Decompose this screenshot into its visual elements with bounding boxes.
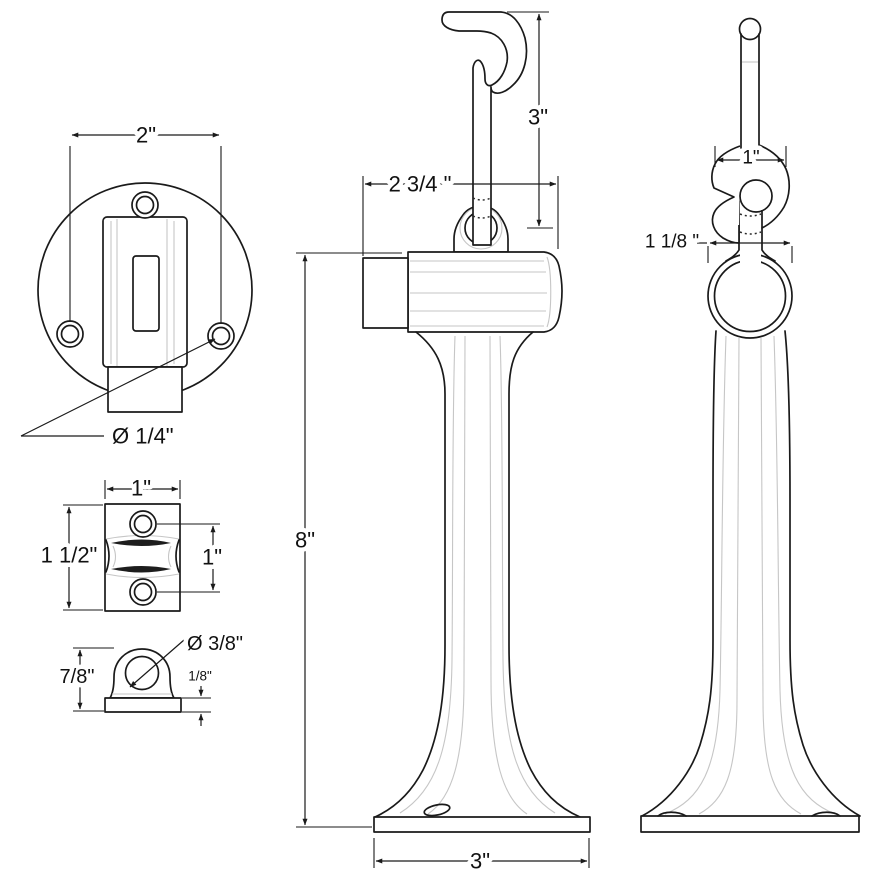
eyelet-hole: [124, 655, 160, 691]
dim-label-eyelet-height: 7/8": [60, 666, 95, 688]
side-stem-left-edge: [641, 330, 717, 817]
roller-edge-top: [111, 539, 171, 546]
screw-hole-top: [131, 191, 159, 219]
side-hook-eye: [739, 179, 773, 213]
countersink-left: [657, 811, 687, 817]
rubber-tip: [362, 257, 409, 329]
dim-label-side-hook-width: 1": [742, 148, 759, 169]
hidden-line: [739, 231, 762, 235]
hidden-line: [472, 215, 492, 219]
base-plate-side: [640, 815, 860, 833]
dim-label-base-width: 3": [470, 849, 490, 874]
bumper-side-outer: [707, 253, 793, 339]
screw-hole-right: [207, 322, 235, 350]
side-lug: [761, 227, 776, 262]
side-lug: [725, 200, 740, 262]
stem-right-edge: [508, 331, 581, 818]
dim-label-keeper-width: 1": [131, 476, 151, 501]
leader-arrow: [20, 338, 216, 437]
dim-label-overall-height: 8": [295, 528, 315, 553]
base-plate-front: [373, 816, 591, 833]
roller-edge-bottom: [111, 566, 171, 573]
front-view: 3" 2 3/4 " 8" 3": [290, 11, 591, 878]
leader-arrow: [129, 639, 185, 688]
rod-top-end: [738, 17, 762, 41]
hook: [441, 11, 528, 246]
keeper-view: 1" 1 1/2" 1": [36, 471, 227, 612]
eyelet-view: Ø 3/8" 7/8" 1/8": [55, 629, 248, 726]
dim-label-hook-reach: 2 3/4 ": [389, 172, 452, 197]
countersink-right: [811, 811, 841, 817]
dim-label-keeper-hole-spacing: 1": [202, 545, 222, 570]
keeper-hole-bottom: [129, 578, 157, 606]
side-view: 1" 1 1/8 ": [640, 17, 861, 833]
keeper-hole-top: [129, 510, 157, 538]
dim-label-hook-height: 3": [528, 105, 548, 130]
side-hook-left: [711, 145, 741, 244]
base-screw-hole: [423, 803, 451, 817]
dim-label-side-bumper-dia: 1 1/8 ": [645, 232, 699, 253]
eyelet-base: [104, 697, 182, 713]
hidden-line: [739, 213, 762, 217]
dim-label-screw-hole-dia: Ø 1/4": [112, 424, 174, 449]
bumper: [407, 251, 563, 333]
hidden-line: [472, 197, 492, 201]
top-view: 2" Ø 1/4": [20, 118, 253, 453]
stem-left-edge: [374, 331, 446, 818]
dim-label-eyelet-base-thickness: 1/8": [188, 669, 212, 684]
side-hook-right: [758, 144, 790, 229]
dim-label-eyelet-hole-dia: Ø 3/8": [187, 633, 243, 655]
screw-hole-left: [56, 320, 84, 348]
dim-label-screw-spacing: 2": [136, 123, 156, 148]
dim-label-keeper-height: 1 1/2": [41, 543, 98, 568]
housing-slot: [132, 255, 160, 332]
side-stem-right-edge: [784, 330, 861, 817]
